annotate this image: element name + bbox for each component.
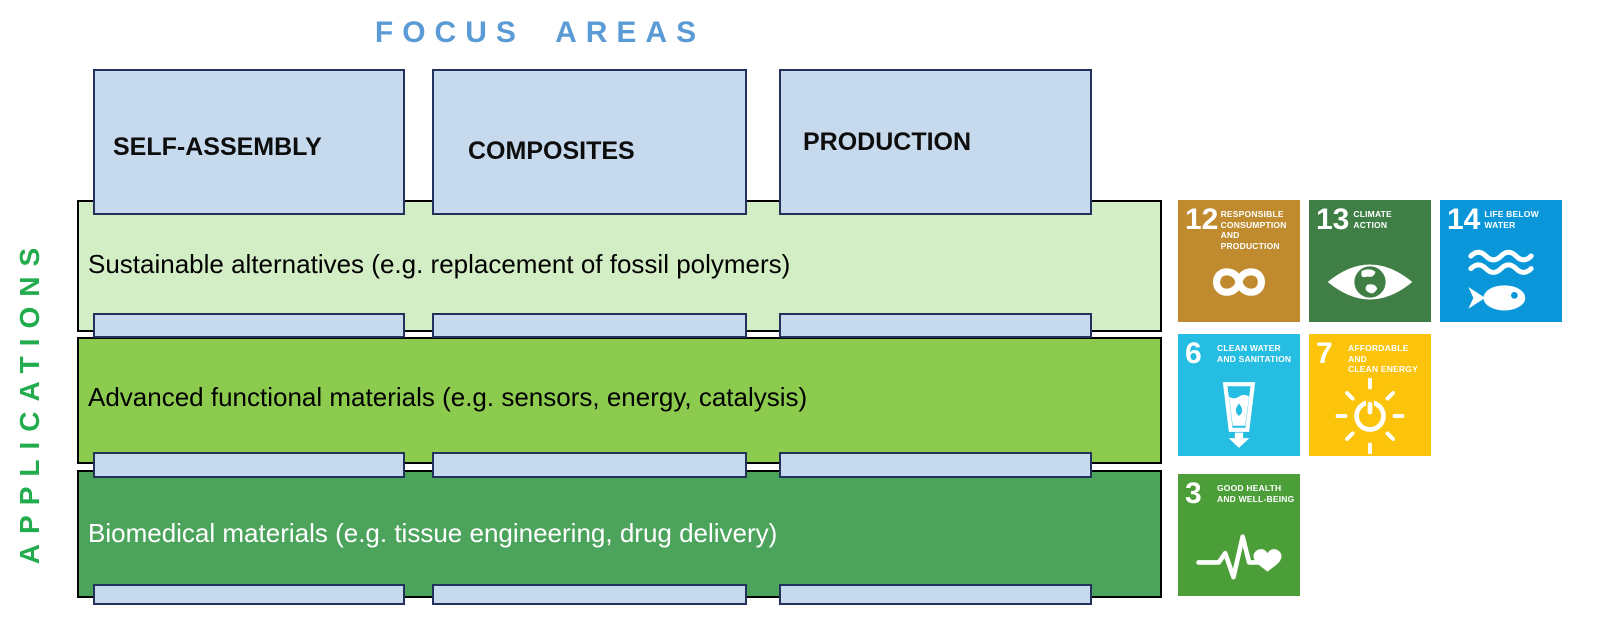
- focus-column-label: COMPOSITES: [468, 136, 635, 165]
- application-row-label: Advanced functional materials (e.g. sens…: [88, 381, 808, 412]
- application-row-biomedical-materials: Biomedical materials (e.g. tissue engine…: [77, 470, 1162, 598]
- application-row-advanced-functional-materials: Advanced functional materials (e.g. sens…: [77, 337, 1162, 464]
- focus-column-production: PRODUCTION: [779, 69, 1092, 215]
- focus-column-connector: [432, 584, 747, 605]
- sdg-tile-13: 13 CLIMATE ACTION: [1309, 200, 1431, 322]
- sdg-title: AFFORDABLE AND CLEAN ENERGY: [1348, 343, 1418, 375]
- application-row-sustainable-alternatives: Sustainable alternatives (e.g. replaceme…: [77, 200, 1162, 332]
- sdg-title: GOOD HEALTH AND WELL-BEING: [1217, 483, 1295, 504]
- sdg-tile-12: 12 RESPONSIBLE CONSUMPTION AND PRODUCTIO…: [1178, 200, 1300, 322]
- sdg-number: 13: [1316, 203, 1350, 236]
- focus-column-composites: COMPOSITES: [432, 69, 747, 215]
- sdg-title: LIFE BELOW WATER: [1484, 209, 1539, 230]
- focus-column-connector: [779, 584, 1092, 605]
- sdg-number: 3: [1185, 477, 1202, 510]
- water-glass-icon: [1178, 380, 1300, 452]
- focus-column-connector: [93, 452, 405, 478]
- fish-waves-icon: [1440, 246, 1562, 318]
- sdg-title: CLIMATE ACTION: [1353, 209, 1392, 230]
- application-row-label: Sustainable alternatives (e.g. replaceme…: [88, 248, 791, 279]
- infinity-loop-icon: [1178, 246, 1300, 318]
- sdg-number: 14: [1447, 203, 1481, 236]
- heartbeat-heart-icon: [1178, 520, 1300, 592]
- focus-column-label: PRODUCTION: [803, 127, 972, 156]
- focus-column-connector: [779, 313, 1092, 338]
- sdg-title: CLEAN WATER AND SANITATION: [1217, 343, 1292, 364]
- sdg-number: 7: [1316, 337, 1333, 370]
- focus-column-connector: [432, 452, 747, 478]
- focus-areas-title: FOCUS AREAS: [374, 16, 706, 49]
- sdg-tile-3: 3 GOOD HEALTH AND WELL-BEING: [1178, 474, 1300, 596]
- focus-column-label: SELF-ASSEMBLY: [113, 132, 322, 161]
- eye-globe-icon: [1309, 246, 1431, 318]
- application-row-label: Biomedical materials (e.g. tissue engine…: [88, 517, 778, 548]
- sdg-number: 12: [1185, 203, 1219, 236]
- focus-column-connector: [432, 313, 747, 338]
- sun-power-icon: [1309, 378, 1431, 454]
- focus-column-self-assembly: SELF-ASSEMBLY: [93, 69, 405, 215]
- sdg-title: RESPONSIBLE CONSUMPTION AND PRODUCTION: [1220, 209, 1287, 251]
- sdg-number: 6: [1185, 337, 1202, 370]
- sdg-tile-6: 6 CLEAN WATER AND SANITATION: [1178, 334, 1300, 456]
- applications-axis-label: APPLICATIONS: [14, 237, 45, 565]
- sdg-tile-14: 14 LIFE BELOW WATER: [1440, 200, 1562, 322]
- focus-column-connector: [93, 313, 405, 338]
- focus-column-connector: [779, 452, 1092, 478]
- sdg-tile-7: 7 AFFORDABLE AND CLEAN ENERGY: [1309, 334, 1431, 456]
- focus-column-connector: [93, 584, 405, 605]
